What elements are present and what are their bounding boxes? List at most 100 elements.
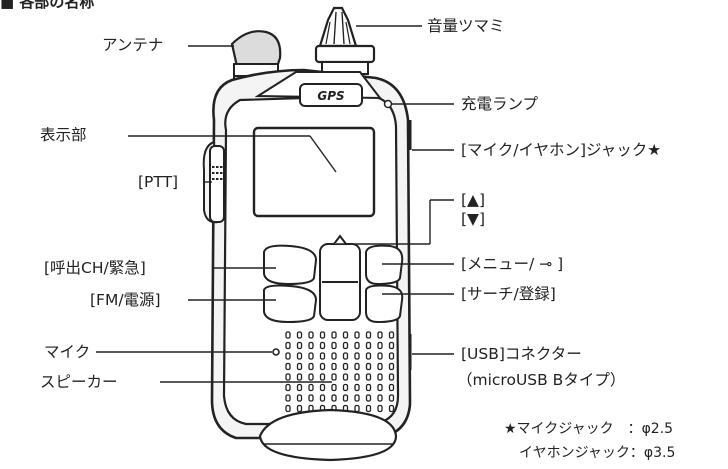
speaker-hole	[342, 341, 349, 350]
speaker-hole	[331, 352, 337, 360]
speaker-hole	[331, 341, 337, 350]
label-charge-lamp: 充電ランプ	[461, 95, 539, 113]
speaker-hole	[331, 373, 337, 381]
speaker-hole	[388, 331, 395, 339]
speaker-hole	[388, 341, 395, 350]
label-ptt: [PTT]	[138, 173, 179, 191]
speaker-hole	[331, 394, 337, 402]
speaker-hole	[354, 362, 360, 371]
speaker-hole	[319, 394, 326, 402]
label-speaker: スピーカー	[40, 373, 118, 391]
speaker-hole	[342, 373, 349, 381]
note-mic-jack-spec: ★マイクジャック ：φ2.5	[504, 421, 674, 437]
speaker-hole	[285, 404, 291, 413]
speaker-hole	[319, 341, 326, 350]
speaker-hole	[354, 394, 360, 402]
speaker-grille	[285, 331, 395, 413]
speaker-hole	[365, 383, 372, 392]
speaker-hole	[354, 352, 360, 360]
speaker-hole	[377, 352, 383, 360]
speaker-hole	[377, 404, 383, 413]
speaker-hole	[354, 404, 360, 413]
speaker-hole	[354, 383, 360, 392]
speaker-hole	[388, 383, 395, 392]
speaker-hole	[377, 362, 383, 371]
speaker-hole	[319, 383, 326, 392]
speaker-hole	[377, 383, 383, 392]
speaker-hole	[285, 394, 291, 402]
label-fm-key: [FM/電源]	[90, 291, 161, 309]
label-mic-jack: [マイク/イヤホン]ジャック★	[461, 141, 662, 159]
speaker-hole	[296, 341, 303, 350]
speaker-hole	[296, 394, 303, 402]
speaker-hole	[388, 394, 395, 402]
speaker-hole	[296, 331, 303, 339]
keypad	[263, 234, 404, 324]
label-mic: マイク	[44, 343, 91, 361]
volume-knob	[314, 6, 376, 75]
speaker-hole	[296, 383, 303, 392]
speaker-hole	[388, 373, 395, 381]
section-header: ■ 各部の名称	[0, 0, 95, 11]
speaker-hole	[342, 394, 349, 402]
label-display: 表示部	[40, 126, 87, 144]
leader-lines	[96, 25, 454, 383]
speaker-hole	[331, 362, 337, 371]
speaker-hole	[388, 352, 395, 360]
charge-lamp	[383, 99, 393, 109]
speaker-hole	[285, 352, 291, 360]
label-usb-connector-line1: [USB]コネクター	[461, 345, 582, 363]
note-earphone-jack-spec: イヤホンジャック：φ3.5	[519, 445, 676, 461]
speaker-hole	[296, 404, 303, 413]
speaker-hole	[331, 383, 337, 392]
speaker-hole	[308, 352, 314, 360]
speaker-hole	[342, 352, 349, 360]
speaker-hole	[319, 362, 326, 371]
speaker-hole	[319, 331, 326, 339]
speaker-hole	[377, 331, 383, 339]
speaker-hole	[308, 362, 314, 371]
speaker-hole	[285, 373, 291, 381]
speaker-hole	[354, 341, 360, 350]
label-menu-key: [メニュー/ ⊸ ]	[461, 255, 564, 273]
speaker-hole	[365, 373, 372, 381]
speaker-hole	[365, 331, 372, 339]
display-screen	[252, 126, 376, 218]
speaker-hole	[342, 383, 349, 392]
speaker-hole	[388, 404, 395, 413]
speaker-hole	[285, 362, 291, 371]
speaker-hole	[285, 331, 291, 339]
label-down-key: [▼]	[461, 210, 486, 228]
speaker-hole	[365, 352, 372, 360]
speaker-hole	[377, 373, 383, 381]
label-call-key: [呼出CH/緊急]	[44, 259, 146, 277]
speaker-hole	[388, 362, 395, 371]
label-up-key: [▲]	[461, 191, 486, 209]
label-usb-connector-line2: （microUSB Bタイプ）	[457, 371, 626, 389]
speaker-hole	[342, 331, 349, 339]
gps-badge: GPS	[317, 89, 344, 103]
speaker-hole	[319, 352, 326, 360]
speaker-hole	[308, 331, 314, 339]
speaker-hole	[296, 352, 303, 360]
speaker-hole	[319, 373, 326, 381]
speaker-hole	[365, 362, 372, 371]
speaker-hole	[342, 362, 349, 371]
label-antenna: アンテナ	[102, 36, 164, 54]
speaker-hole	[377, 341, 383, 350]
speaker-hole	[354, 373, 360, 381]
speaker-hole	[308, 373, 314, 381]
ptt-button	[202, 140, 225, 224]
label-volume-knob: 音量ツマミ	[427, 17, 505, 35]
speaker-hole	[365, 404, 372, 413]
speaker-hole	[296, 362, 303, 371]
speaker-hole	[285, 341, 291, 350]
speaker-hole	[308, 341, 314, 350]
mic-hole	[272, 348, 280, 356]
speaker-hole	[285, 383, 291, 392]
speaker-hole	[377, 394, 383, 402]
speaker-hole	[296, 373, 303, 381]
speaker-hole	[331, 331, 337, 339]
